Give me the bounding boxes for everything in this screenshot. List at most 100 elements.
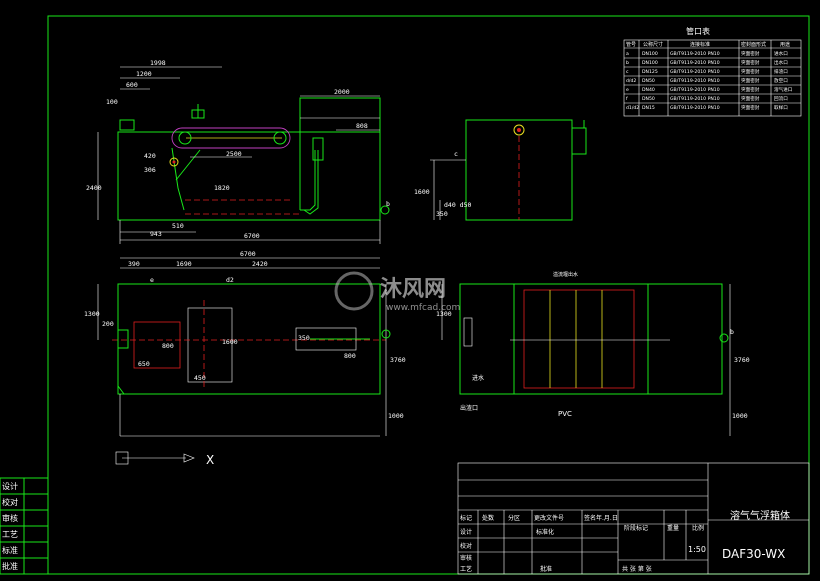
nozzle-cell-seal: 突面密封 [741, 77, 760, 84]
nozzle-cell-use: 取样口 [774, 104, 788, 111]
dim-3760: 3760 [390, 356, 406, 364]
side-plan-pvc: PVC [558, 410, 572, 418]
dim-808: 808 [356, 122, 368, 130]
outer-frame [47, 15, 810, 575]
dim-2000: 2000 [334, 88, 350, 96]
nozzle-header-std: 连接标准 [690, 41, 710, 48]
plan-view: 6700 390 1690 2420 1300 200 800 1600 650… [84, 250, 406, 437]
role-review: 审核 [460, 554, 472, 562]
side-plan-inlet: 进水 [472, 374, 484, 382]
nozzle-cell-no: e [626, 88, 629, 93]
std-label: 标准化 [536, 528, 554, 536]
nozzle-cell-std: GB/T9119-2010 PN10 [670, 105, 720, 111]
side-plan-d1000: 1000 [732, 412, 748, 420]
nozzle-cell-size: DN40 [642, 87, 655, 93]
stamp-review: 审核 [2, 513, 18, 523]
scale-label: 比例 [692, 524, 704, 532]
nozzle-cell-use: 放空口 [774, 77, 788, 84]
weight-label: 重量 [667, 524, 679, 532]
dim-6700: 6700 [244, 232, 260, 240]
drawing-title: 溶气气浮箱体 [730, 509, 790, 522]
nozzle-cell-use: 出水口 [774, 59, 788, 66]
side-plan-view: 溢流堰出水 1300 进水 出渣口 PVC 3760 1000 b [436, 271, 750, 436]
dim-600: 600 [126, 81, 138, 89]
nozzle-cell-use: 进水口 [774, 50, 788, 57]
dim-2400: 2400 [86, 184, 102, 192]
mark-e: e [150, 276, 154, 284]
nozzle-cell-size: DN125 [642, 69, 658, 75]
stamp-design: 设计 [2, 481, 18, 491]
watermark-url: www.mfcad.com [386, 303, 460, 313]
dim-2420: 2420 [252, 260, 268, 268]
dim-1300: 1300 [84, 310, 100, 318]
nozzle-cell-seal: 突面密封 [741, 59, 760, 66]
nozzle-cell-seal: 突面密封 [741, 86, 760, 93]
mark-d2: d2 [226, 276, 234, 284]
drawing-number: DAF30-WX [722, 547, 785, 561]
watermark-title: 沐风网 [380, 277, 446, 302]
dim-420: 420 [144, 152, 156, 160]
nozzle-cell-seal: 突面密封 [741, 104, 760, 111]
dim-6700-plan: 6700 [240, 250, 256, 258]
dim-2500: 2500 [226, 150, 242, 158]
approve-label: 批准 [540, 565, 552, 573]
nozzle-cell-size: DN50 [642, 78, 655, 84]
stamp-standard: 标准 [2, 545, 18, 555]
nozzle-cell-std: GB/T9119-2010 PN10 [670, 78, 720, 84]
side-plan-d3760: 3760 [734, 356, 750, 364]
rev-h-count: 处数 [482, 514, 494, 522]
side-plan-d1300: 1300 [436, 310, 452, 318]
dim-1820: 1820 [214, 184, 230, 192]
rev-h-mark: 标记 [460, 514, 472, 522]
nozzle-header-size: 公称尺寸 [643, 41, 663, 48]
dim-1200: 1200 [136, 70, 152, 78]
side-view: 1600 350 d40 d50 c [414, 119, 587, 221]
dim-1690: 1690 [176, 260, 192, 268]
dim-1000: 1000 [388, 412, 404, 420]
dim-943: 943 [150, 230, 162, 238]
nozzle-cell-size: DN15 [642, 105, 655, 111]
stage-label: 阶段标记 [624, 524, 648, 532]
nozzle-cell-std: GB/T9119-2010 PN10 [670, 87, 720, 93]
nozzle-cell-no: f [626, 96, 628, 102]
nozzle-cell-seal: 突面密封 [741, 68, 760, 75]
dim-306: 306 [144, 166, 156, 174]
side-plan-drain: 出渣口 [460, 404, 478, 412]
dim-800-right: 800 [344, 352, 356, 360]
nozzle-cell-std: GB/T9119-2010 PN10 [670, 69, 720, 75]
nozzle-cell-use: 回流口 [774, 95, 788, 102]
dim-200: 200 [102, 320, 114, 328]
side-plan-body [459, 283, 723, 395]
nozzle-cell-use: 排渣口 [774, 68, 788, 75]
dim-350-plan: 350 [298, 334, 310, 342]
stamp-process: 工艺 [2, 530, 18, 539]
title-block: 标记 处数 分区 更改文件号 签名 年.月.日 设计 校对 审核 工艺 标准化 … [457, 462, 810, 575]
mark-b-sideplan: b [730, 328, 734, 336]
nozzle-cell-no: c [626, 70, 629, 75]
nozzle-cell-no: b [626, 60, 629, 66]
nozzle-cell-size: DN50 [642, 96, 655, 102]
nozzle-cell-std: GB/T9119-2010 PN10 [670, 60, 720, 66]
nozzle-header-no: 管号 [626, 41, 636, 48]
coordinate-axis: X [115, 451, 214, 467]
scale-value: 1:50 [688, 545, 706, 554]
nozzle-header-use: 用途 [780, 41, 790, 48]
role-design: 设计 [460, 528, 472, 536]
nozzle-cell-std: GB/T9119-2010 PN10 [670, 96, 720, 102]
watermark: 沐风网 www.mfcad.com [334, 271, 460, 313]
stamp-approve: 批准 [2, 561, 18, 571]
stamp-check: 校对 [2, 497, 18, 507]
dim-450: 450 [194, 374, 206, 382]
dim-1998: 1998 [150, 59, 166, 67]
nozzle-table-title: 管口表 [686, 26, 710, 36]
role-check: 校对 [460, 542, 472, 550]
dim-1600-side: 1600 [414, 188, 430, 196]
nozzle-cell-std: GB/T9119-2010 PN10 [670, 51, 720, 57]
dim-350-side: 350 [436, 210, 448, 218]
side-plan-top: 溢流堰出水 [553, 271, 578, 278]
nozzle-cell-size: DN100 [642, 60, 658, 66]
rev-h-doc: 更改文件号 [534, 514, 564, 522]
dim-650: 650 [138, 360, 150, 368]
sheet-text: 共 张 第 张 [622, 565, 652, 573]
